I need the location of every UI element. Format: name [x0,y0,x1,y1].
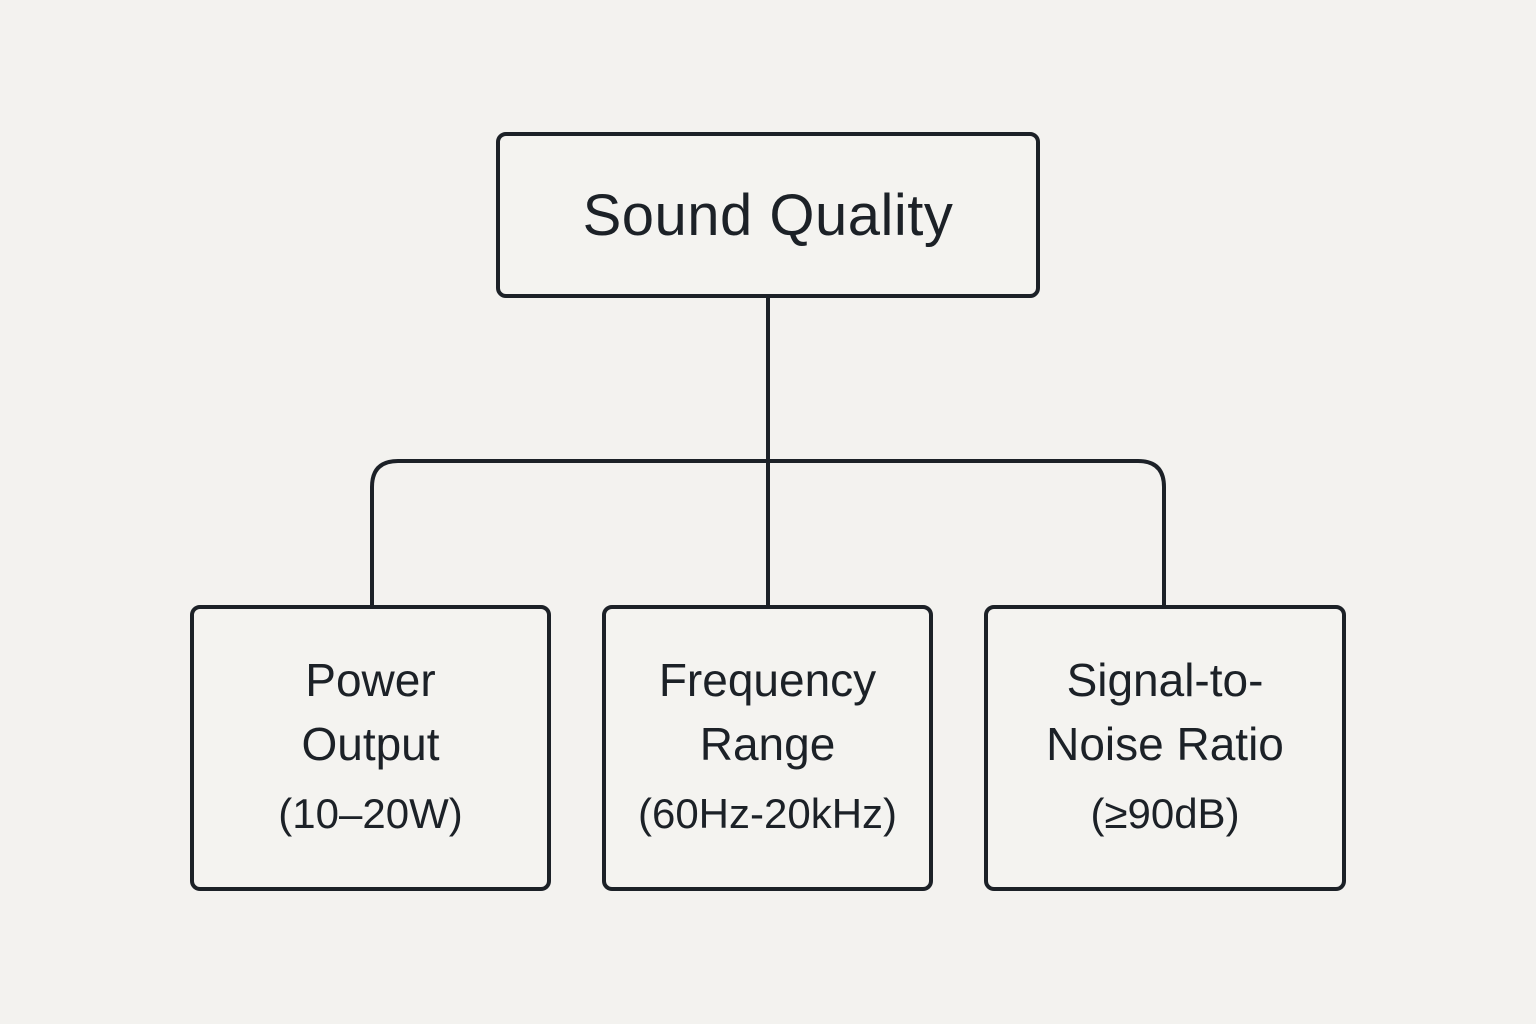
connector-right-branch [768,459,1166,605]
child-node-frequency-range: Frequency Range (60Hz-20kHz) [602,605,933,891]
node-title-line: Power [305,654,436,706]
connector-left-branch [370,459,768,605]
node-title-line: Noise Ratio [1046,718,1284,770]
root-node-label: Sound Quality [582,182,954,248]
node-spec: (10–20W) [278,790,463,837]
child-node-signal-to-noise-ratio: Signal-to- Noise Ratio (≥90dB) [984,605,1346,891]
node-title-line: Frequency [658,654,877,706]
node-title-line: Range [699,718,836,770]
node-title-line: Output [301,718,440,770]
node-spec: (≥90dB) [1090,790,1240,837]
child-node-power-output: Power Output (10–20W) [190,605,551,891]
node-title-line: Signal-to- [1066,654,1264,706]
node-spec: (60Hz-20kHz) [637,790,898,837]
root-node-sound-quality: Sound Quality [496,132,1040,298]
